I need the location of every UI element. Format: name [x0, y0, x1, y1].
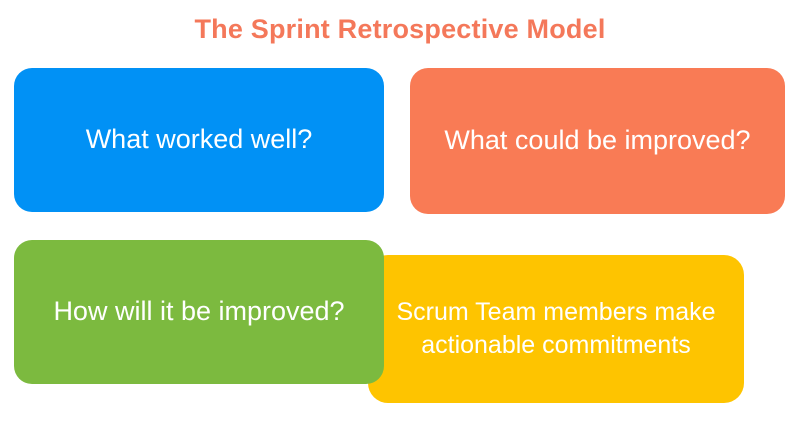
- page-title: The Sprint Retrospective Model: [194, 14, 606, 44]
- box-what-worked-well-label: What worked well?: [85, 124, 313, 155]
- box-scrum-team-commitments: Scrum Team members make actionable commi…: [368, 255, 744, 403]
- box-what-worked-well: What worked well?: [14, 68, 384, 212]
- box-what-could-be-improved-label: What could be improved?: [444, 125, 751, 156]
- box-scrum-team-commitments-label: Scrum Team members make actionable commi…: [396, 298, 716, 359]
- box-what-could-be-improved: What could be improved?: [410, 68, 785, 214]
- box-how-will-it-be-improved: How will it be improved?: [14, 240, 384, 384]
- box-how-will-it-be-improved-label: How will it be improved?: [53, 296, 345, 327]
